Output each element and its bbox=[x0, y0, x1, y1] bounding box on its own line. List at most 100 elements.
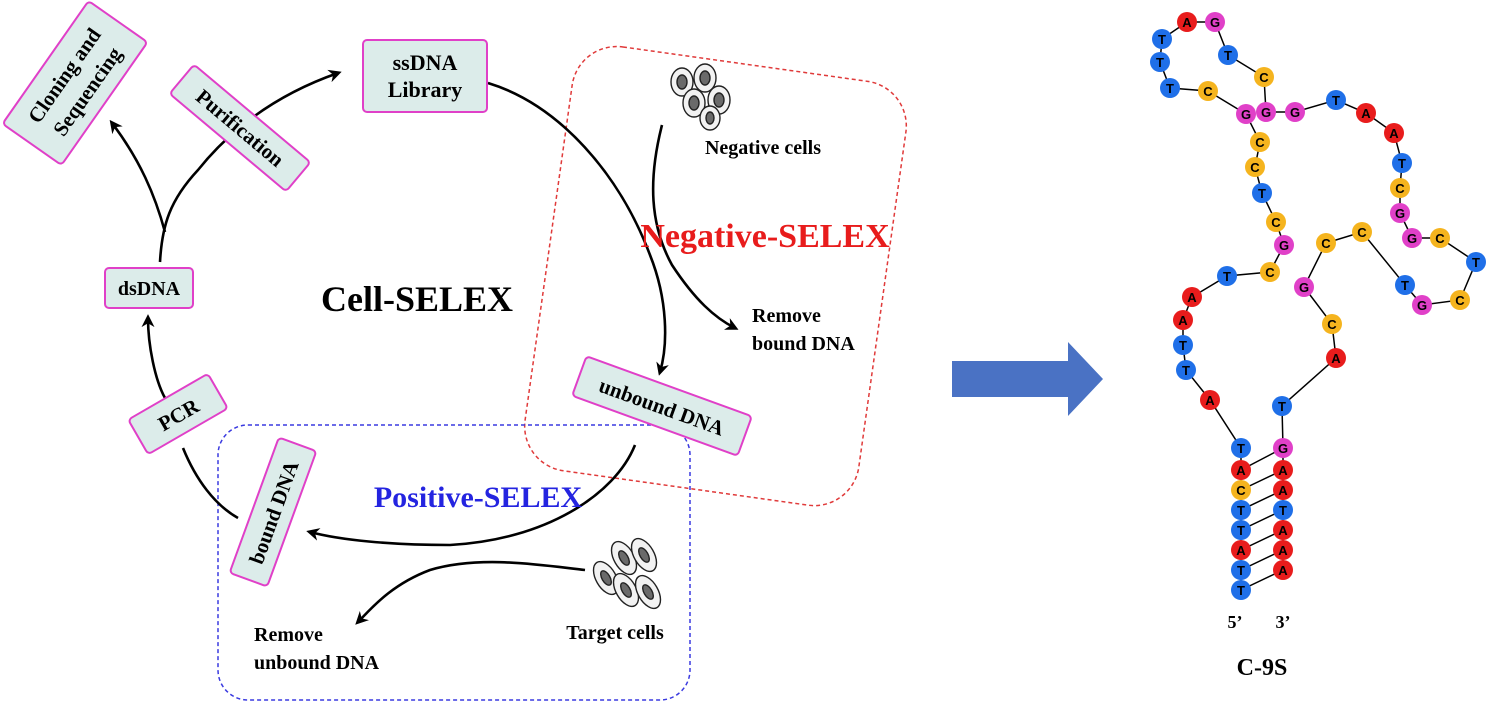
nucleotide-A: A bbox=[1273, 540, 1293, 560]
svg-text:T: T bbox=[1237, 503, 1245, 518]
nucleotide-A: A bbox=[1200, 390, 1220, 410]
nucleotide-T: T bbox=[1217, 266, 1237, 286]
nucleotide-T: T bbox=[1160, 78, 1180, 98]
aptamer-name: C-9S bbox=[1237, 655, 1288, 681]
svg-text:T: T bbox=[1158, 32, 1166, 47]
svg-text:G: G bbox=[1290, 105, 1300, 120]
svg-text:T: T bbox=[1223, 269, 1231, 284]
nucleotide-T: T bbox=[1231, 580, 1251, 600]
svg-text:A: A bbox=[1278, 523, 1288, 538]
nucleotide-C: C bbox=[1322, 314, 1342, 334]
svg-text:C: C bbox=[1395, 181, 1405, 196]
nucleotide-A: A bbox=[1326, 348, 1346, 368]
svg-text:T: T bbox=[1237, 441, 1245, 456]
svg-text:T: T bbox=[1237, 583, 1245, 598]
svg-text:C: C bbox=[1435, 231, 1445, 246]
nucleotide-C: C bbox=[1266, 212, 1286, 232]
pcr-box: PCR bbox=[128, 374, 228, 454]
nucleotide-T: T bbox=[1231, 560, 1251, 580]
target-cells-icon bbox=[592, 537, 662, 610]
nucleotide-G: G bbox=[1285, 102, 1305, 122]
ssdna-library-box: ssDNA Library bbox=[362, 39, 488, 113]
nucleotide-C: C bbox=[1254, 67, 1274, 87]
svg-text:T: T bbox=[1332, 93, 1340, 108]
positive-selex-label: Positive-SELEX bbox=[374, 481, 583, 514]
nucleotide-C: C bbox=[1250, 132, 1270, 152]
ssdna-label-2: Library bbox=[388, 77, 463, 102]
nucleotide-T: T bbox=[1252, 183, 1272, 203]
svg-text:T: T bbox=[1156, 55, 1164, 70]
nucleotide-A: A bbox=[1173, 310, 1193, 330]
nucleotide-C: C bbox=[1352, 222, 1372, 242]
svg-text:T: T bbox=[1398, 156, 1406, 171]
nucleotide-T: T bbox=[1273, 500, 1293, 520]
nucleotide-A: A bbox=[1273, 560, 1293, 580]
nucleotide-G: G bbox=[1236, 104, 1256, 124]
big-arrow-icon bbox=[952, 342, 1103, 416]
cycle-arrow-unbound-to-bound bbox=[306, 444, 637, 547]
svg-text:G: G bbox=[1241, 107, 1251, 122]
dsdna-box: dsDNA bbox=[104, 267, 194, 309]
svg-text:A: A bbox=[1389, 126, 1399, 141]
nucleotide-C: C bbox=[1198, 81, 1218, 101]
nucleotide-G: G bbox=[1294, 277, 1314, 297]
nucleotide-T: T bbox=[1272, 396, 1292, 416]
nucleotide-C: C bbox=[1450, 290, 1470, 310]
nucleotide-G: G bbox=[1390, 203, 1410, 223]
cycle-arrow-negative-removal bbox=[651, 124, 739, 330]
cycle-arrow-bound-to-pcr bbox=[181, 447, 239, 520]
svg-text:T: T bbox=[1182, 363, 1190, 378]
nucleotide-T: T bbox=[1395, 275, 1415, 295]
svg-text:T: T bbox=[1179, 338, 1187, 353]
nucleotide-A: A bbox=[1273, 460, 1293, 480]
nucleotide-A: A bbox=[1182, 287, 1202, 307]
svg-text:C: C bbox=[1250, 160, 1260, 175]
nucleotide-A: A bbox=[1231, 460, 1251, 480]
nucleotide-G: G bbox=[1274, 235, 1294, 255]
nucleotide-T: T bbox=[1466, 252, 1486, 272]
svg-text:G: G bbox=[1417, 298, 1427, 313]
nucleotide-C: C bbox=[1245, 157, 1265, 177]
cycle-arrow-pcr-to-dsdna bbox=[141, 314, 167, 399]
nucleotide-C: C bbox=[1316, 233, 1336, 253]
svg-text:T: T bbox=[1237, 523, 1245, 538]
svg-text:T: T bbox=[1237, 563, 1245, 578]
nucleotide-T: T bbox=[1231, 438, 1251, 458]
dsdna-label: dsDNA bbox=[118, 278, 181, 300]
negative-selex-label: Negative-SELEX bbox=[640, 218, 890, 255]
svg-text:G: G bbox=[1278, 441, 1288, 456]
nucleotide-T: T bbox=[1326, 90, 1346, 110]
cycle-arrow-target-to-remove bbox=[355, 560, 586, 625]
svg-text:A: A bbox=[1278, 543, 1288, 558]
svg-text:A: A bbox=[1278, 463, 1288, 478]
negative-cells-icon bbox=[670, 63, 731, 131]
nucleotide-C: C bbox=[1260, 262, 1280, 282]
svg-text:A: A bbox=[1361, 106, 1371, 121]
ssdna-label-1: ssDNA bbox=[393, 50, 458, 75]
nucleotide-G: G bbox=[1412, 295, 1432, 315]
svg-text:T: T bbox=[1401, 278, 1409, 293]
negative-selex-region bbox=[523, 45, 908, 507]
svg-text:G: G bbox=[1407, 231, 1417, 246]
purification-box: Purification bbox=[170, 65, 310, 191]
svg-text:T: T bbox=[1279, 503, 1287, 518]
svg-text:T: T bbox=[1224, 48, 1232, 63]
nucleotide-C: C bbox=[1390, 178, 1410, 198]
selex-cycle bbox=[109, 69, 739, 625]
svg-text:G: G bbox=[1299, 280, 1309, 295]
svg-text:A: A bbox=[1178, 313, 1188, 328]
nucleotide-A: A bbox=[1384, 123, 1404, 143]
negative-cells-label: Negative cells bbox=[705, 137, 821, 159]
unbound-dna-box: unbound DNA bbox=[572, 356, 752, 456]
svg-text:C: C bbox=[1259, 70, 1269, 85]
nucleotide-C: C bbox=[1430, 228, 1450, 248]
svg-text:A: A bbox=[1278, 563, 1288, 578]
svg-text:C: C bbox=[1203, 84, 1213, 99]
nucleotide-T: T bbox=[1152, 29, 1172, 49]
nucleotide-T: T bbox=[1231, 500, 1251, 520]
svg-text:C: C bbox=[1455, 293, 1465, 308]
svg-text:A: A bbox=[1331, 351, 1341, 366]
remove-bound-label-1: Remove bbox=[752, 305, 821, 327]
